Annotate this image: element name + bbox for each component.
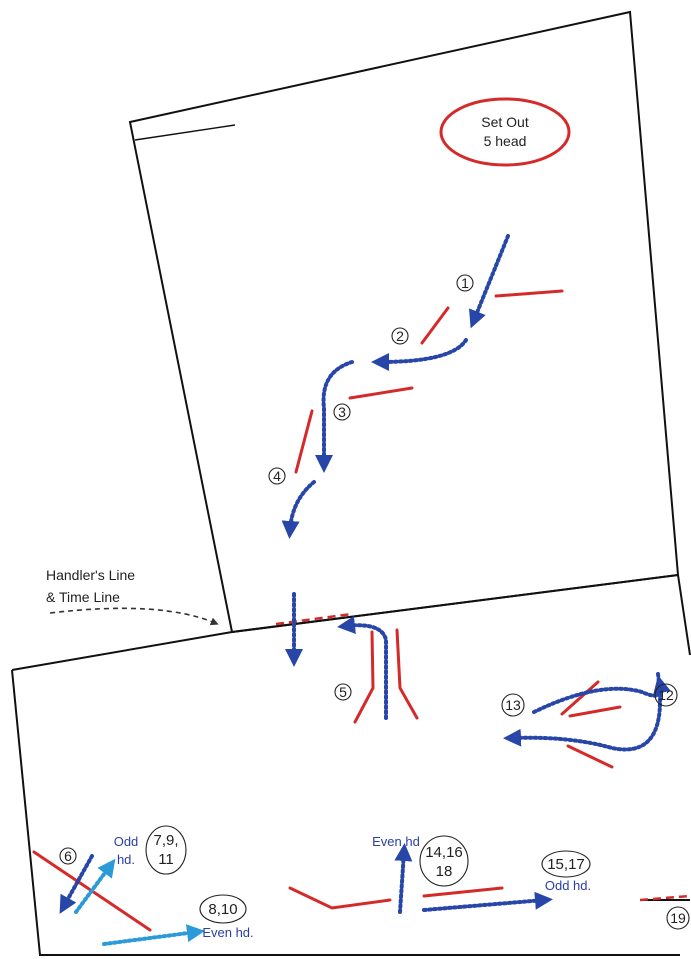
- path-13: [503, 672, 663, 752]
- jump-12-mid: [568, 705, 622, 718]
- even-hd-middle-label: Even hd: [372, 834, 420, 849]
- jump-4: [294, 409, 314, 474]
- jump-12-top: [560, 680, 600, 716]
- handler-labels: Odd hd. Even hd. Even hd Odd hd.: [114, 834, 591, 940]
- odd-hd-right-label: Odd hd.: [545, 878, 591, 893]
- svg-text:6: 6: [64, 848, 72, 864]
- lower-field-outline: [11, 573, 691, 956]
- jump-3: [348, 386, 414, 400]
- handler-time-line: [275, 612, 691, 902]
- handler-line-label-1: Handler's Line: [46, 567, 135, 583]
- path-5: [337, 616, 388, 720]
- set-out-note: Set Out 5 head: [439, 97, 571, 167]
- jump-15-bar: [422, 886, 504, 898]
- svg-text:13: 13: [505, 697, 521, 713]
- path-14: [394, 843, 413, 914]
- path-7: [74, 858, 116, 914]
- marker-13: 13: [501, 693, 525, 717]
- marker-7-9-11: 7,9, 11: [145, 825, 187, 875]
- path-8: [102, 924, 205, 946]
- svg-text:4: 4: [273, 468, 281, 484]
- handler-line-arrow: [49, 607, 219, 626]
- svg-text:1: 1: [461, 275, 469, 291]
- odd-hd-left-line-1: Odd: [114, 834, 139, 849]
- svg-text:19: 19: [670, 910, 686, 926]
- handler-line-label-2: & Time Line: [46, 589, 120, 605]
- jump-5-chute-left: [353, 630, 375, 724]
- jump-2: [420, 306, 450, 345]
- marker-8-10: 8,10: [199, 894, 247, 924]
- svg-text:11: 11: [158, 851, 174, 868]
- handler-paths: [59, 234, 671, 946]
- svg-text:8,10: 8,10: [208, 901, 237, 918]
- path-1: [469, 234, 510, 329]
- path-2: [371, 338, 468, 371]
- path-12: [532, 675, 671, 714]
- svg-text:18: 18: [436, 863, 453, 880]
- svg-text:14,16: 14,16: [425, 844, 463, 861]
- upper-field-outline: [128, 10, 680, 634]
- path-15: [422, 891, 553, 912]
- svg-text:5: 5: [339, 684, 347, 700]
- upper-field-inner-edge: [134, 124, 236, 141]
- svg-text:2: 2: [396, 328, 404, 344]
- jump-12-bottom: [566, 744, 614, 769]
- set-out-line-2: 5 head: [484, 133, 527, 149]
- jump-5-chute-right: [395, 628, 419, 720]
- marker-15-17: 15,17: [541, 850, 591, 878]
- jumps: [32, 289, 622, 932]
- marker-12: 12: [654, 683, 678, 707]
- path-6: [59, 854, 94, 914]
- marker-1: 1: [456, 274, 474, 292]
- set-out-line-1: Set Out: [481, 114, 529, 130]
- even-hd-bottom-label: Even hd.: [202, 925, 253, 940]
- marker-3: 3: [333, 403, 351, 421]
- field-boundary: [11, 10, 691, 956]
- obstacle-markers: 1 2 3 4 5 6 12 13: [59, 274, 690, 930]
- odd-hd-left-line-2: hd.: [117, 852, 135, 867]
- path-4: [281, 480, 316, 539]
- marker-19: 19: [666, 906, 690, 930]
- marker-6: 6: [59, 847, 77, 865]
- svg-text:7,9,: 7,9,: [153, 832, 178, 849]
- marker-2: 2: [391, 327, 409, 345]
- handler-line-annotation: Handler's Line & Time Line: [46, 567, 219, 626]
- svg-text:15,17: 15,17: [547, 856, 585, 873]
- marker-5: 5: [334, 683, 352, 701]
- jump-1: [494, 289, 564, 298]
- svg-text:12: 12: [658, 687, 674, 703]
- path-3: [315, 360, 354, 473]
- marker-4: 4: [268, 467, 286, 485]
- jump-14-bar: [288, 886, 392, 910]
- marker-14-16-18: 14,16 18: [419, 835, 469, 887]
- svg-text:3: 3: [338, 404, 346, 420]
